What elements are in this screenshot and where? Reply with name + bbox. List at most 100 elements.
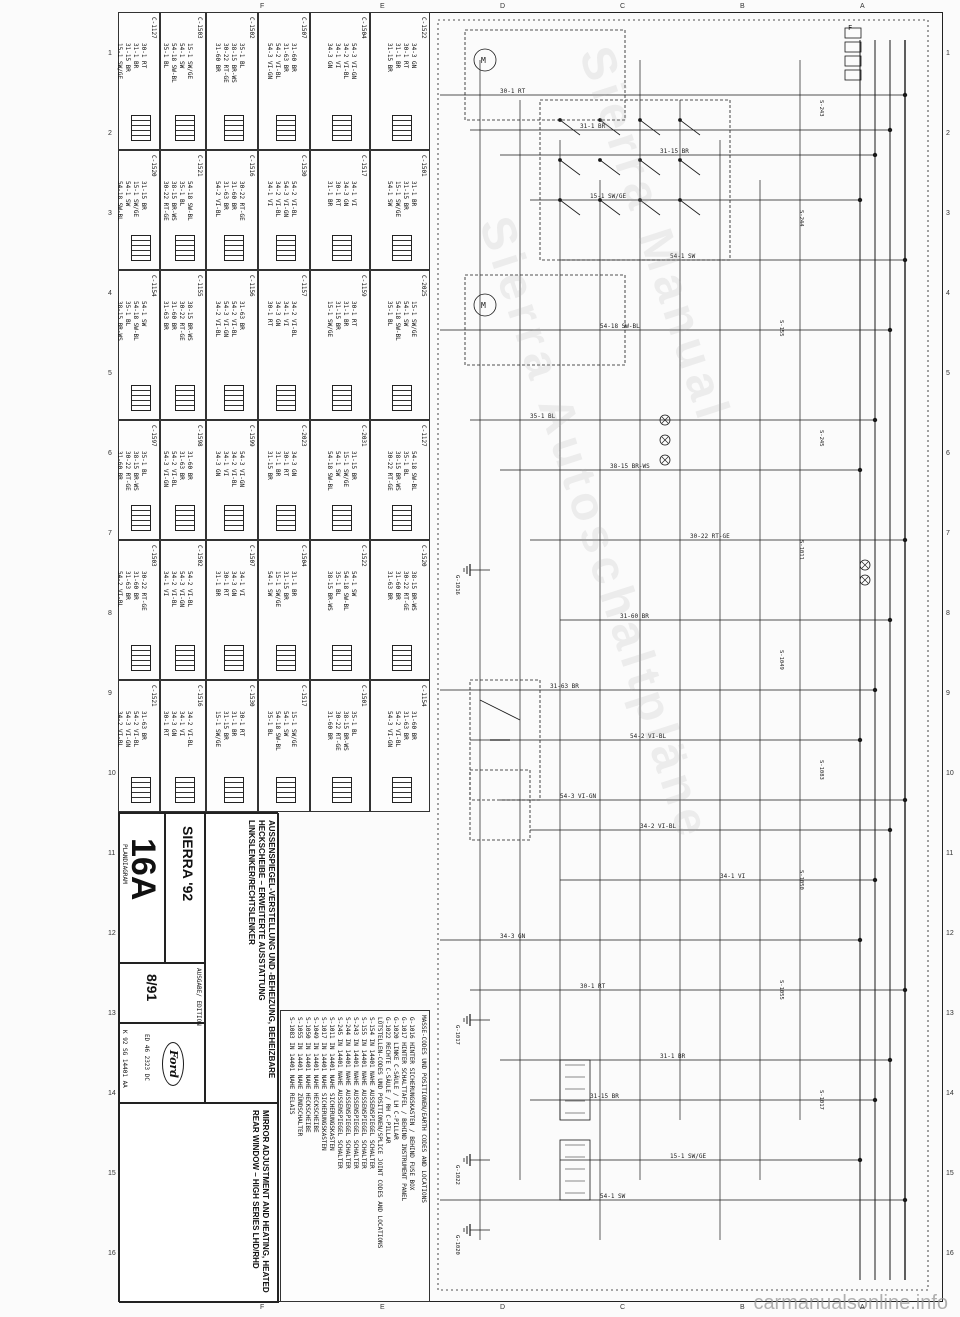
fuse-icon xyxy=(844,55,862,67)
wire-code: 30-22 RT-GE xyxy=(402,571,409,611)
wire-code: 54-2 VI-BL xyxy=(186,571,193,608)
switch-contact xyxy=(558,158,562,162)
splice-node xyxy=(887,327,893,333)
splice-label: S-243 xyxy=(818,100,824,117)
connector-label: C-1501 xyxy=(420,155,427,177)
wire-code: 31-15 BR xyxy=(140,181,147,210)
legend-entry: S-245 IN 14401 NAHE AUSSENSPIEGEL SCHALT… xyxy=(336,1017,343,1169)
wire-code: 34-1 VI xyxy=(238,571,245,597)
connector-label: C-2023 xyxy=(300,425,307,447)
splice-label: S-245 xyxy=(818,430,824,447)
legend-entry: S-1017 IN 14401 NAHE SICHERUNGSKASTEN xyxy=(320,1017,327,1151)
grid-number: 4 xyxy=(946,290,950,297)
wire-code: 31-1 BR xyxy=(274,451,281,477)
connector-plug-icon xyxy=(332,777,352,803)
wire-code: 15-1 SW/GE xyxy=(326,301,333,338)
switch-contact xyxy=(678,158,682,162)
wire xyxy=(661,416,669,424)
issue-label: AUSGABE/ EDITION xyxy=(195,968,202,1026)
wire-code: 15-1 SW/GE xyxy=(132,181,139,218)
indicator-lamp-icon xyxy=(659,434,671,446)
wire-code: 54-3 VI-GN xyxy=(178,571,185,608)
switch-contact xyxy=(598,118,602,122)
connector-label: C-1522 xyxy=(420,17,427,39)
splice-node xyxy=(887,827,893,833)
connector-plug-icon xyxy=(224,235,244,261)
wire-code: 31-60 BR xyxy=(290,43,297,72)
wire-code: 31-63 BR xyxy=(178,451,185,480)
connector-plug-icon xyxy=(276,385,296,411)
issue-cell: AUSGABE/ EDITION 8/91 xyxy=(119,963,205,1026)
grid-letter: F xyxy=(260,3,265,10)
wire-code: 38-15 BR-WS xyxy=(342,711,349,751)
model-cell: SIERRA '92 xyxy=(165,813,205,963)
fuse-icon xyxy=(844,41,862,53)
ground-label: G-1016 xyxy=(454,575,460,595)
grid-number: 2 xyxy=(108,130,112,137)
wire-code: 31-60 BR xyxy=(186,451,193,480)
connector-plug-icon xyxy=(131,115,151,141)
splice-node xyxy=(857,937,863,943)
wire-code: 31-63 BR xyxy=(162,301,169,330)
grid-letter: B xyxy=(740,1304,745,1311)
grid-number: 2 xyxy=(946,130,950,137)
splice-node xyxy=(887,617,893,623)
grid-number: 5 xyxy=(108,370,112,377)
wire-code: 54-3 VI-GN xyxy=(222,301,229,338)
fuse-icon xyxy=(844,27,862,39)
grid-number: 14 xyxy=(946,1090,954,1097)
wire-code: 15-1 SW/GE xyxy=(116,43,123,80)
connector-label: C-1156 xyxy=(248,275,255,297)
wire xyxy=(679,119,701,136)
legend-entry: S-154 IN 14401 NAHE AUSSENSPIEGEL SCHALT… xyxy=(368,1017,375,1169)
wire-code: 31-1 BR xyxy=(230,711,237,737)
connector-plug-icon xyxy=(224,777,244,803)
ground-label: G-1022 xyxy=(454,1165,460,1185)
switch-contact xyxy=(598,198,602,202)
connector-plug-icon xyxy=(224,385,244,411)
model-name: SIERRA '92 xyxy=(180,826,196,902)
connector-label: C-1516 xyxy=(248,155,255,177)
wire-label: 15-1 SW/GE xyxy=(590,193,627,200)
wire-code: 54-2 VI-BL xyxy=(274,43,281,80)
wire-code: 34-3 GN xyxy=(274,301,281,327)
connector-plug-icon xyxy=(276,505,296,531)
legend-entry: S-155 IN 14401 NAHE AUSSENSPIEGEL SCHALT… xyxy=(360,1017,367,1169)
connector-label: C-2031 xyxy=(360,425,367,447)
footer-watermark: carmanualsonline.info xyxy=(753,1292,948,1314)
wire-code: 31-60 BR xyxy=(410,711,417,740)
connector-label: C-1502 xyxy=(248,17,255,39)
grid-letter: D xyxy=(500,1304,506,1311)
grid-number: 1 xyxy=(108,50,112,57)
grid-number: 12 xyxy=(108,930,116,937)
legend-entry: S-244 IN 14401 NAHE AUSSENSPIEGEL SCHALT… xyxy=(344,1017,351,1169)
wire-code: 34-2 VI-BL xyxy=(274,181,281,218)
part-number: K 92 SG 14401 AA xyxy=(121,1030,128,1088)
splice-node xyxy=(902,987,908,993)
connector-plug-icon xyxy=(276,645,296,671)
connector-label: C-1517 xyxy=(300,685,307,707)
wire-code: 54-18 SW-BL xyxy=(170,43,177,83)
wire-code: 54-2 VI-BL xyxy=(394,711,401,748)
wire-code: 31-63 BR xyxy=(402,711,409,740)
wire-code: 30-1 RT xyxy=(334,181,341,207)
legend-entry: S-1083 IN 14401 NAHE RELAIS xyxy=(288,1017,295,1115)
doc-code: ED 46 2323 DC xyxy=(143,1034,150,1081)
wire-code: 31-63 BR xyxy=(222,181,229,210)
diagram-number: 16A xyxy=(124,838,162,901)
wire-code: 34-3 GN xyxy=(170,711,177,737)
wire xyxy=(559,119,581,136)
